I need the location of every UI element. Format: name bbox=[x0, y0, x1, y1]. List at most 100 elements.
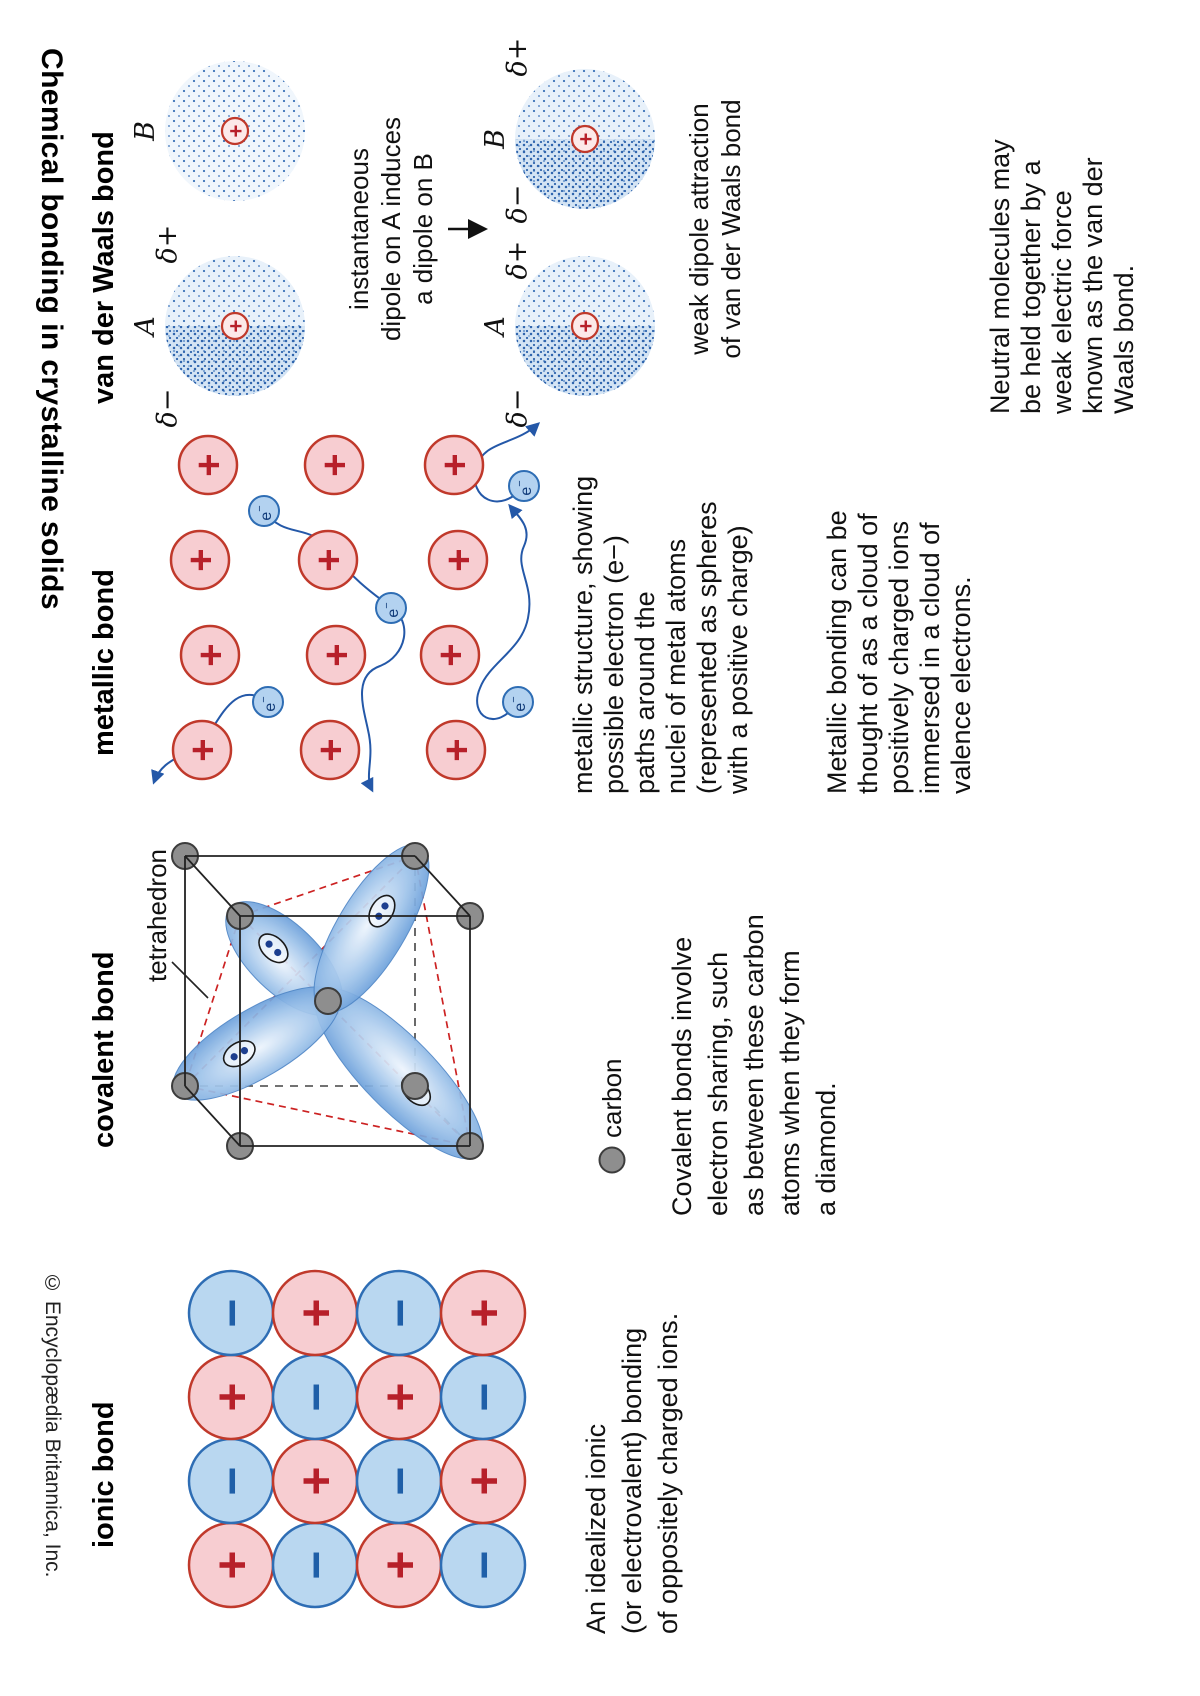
caption-line: valence electrons. bbox=[946, 576, 976, 794]
atom-a-label: A bbox=[480, 316, 511, 339]
tetrahedron-pointer-line bbox=[171, 961, 209, 999]
electron: e− bbox=[502, 686, 534, 718]
metal-ion: + bbox=[169, 529, 231, 591]
ion-symbol: − bbox=[456, 1382, 512, 1411]
covalent-heading: covalent bond bbox=[88, 951, 120, 1148]
attraction-text-line: weak dipole attraction bbox=[684, 103, 714, 355]
metal-ion: + bbox=[303, 434, 365, 496]
metal-ion: + bbox=[179, 624, 241, 686]
metal-ion: + bbox=[297, 529, 359, 591]
electron: e− bbox=[375, 592, 407, 624]
atom-b-label: B bbox=[480, 129, 511, 150]
ion-plus-circle bbox=[439, 1269, 527, 1357]
carbon-legend-icon bbox=[598, 1146, 626, 1174]
svg-text:e−: e− bbox=[258, 696, 279, 711]
svg-text:+: + bbox=[435, 738, 479, 761]
induce-text-line: dipole on A induces bbox=[376, 117, 406, 341]
svg-text:+: + bbox=[315, 643, 359, 666]
caption-line: (or electrovalent) bonding bbox=[617, 1327, 647, 1634]
caption-line: nuclei of metal atoms bbox=[661, 538, 691, 794]
ion-symbol: + bbox=[288, 1466, 344, 1495]
caption-line: Neutral molecules may bbox=[985, 139, 1015, 414]
svg-text:+: + bbox=[187, 453, 231, 476]
delta-plus-label: δ+ bbox=[152, 225, 183, 264]
vdw-atom-a-instant: + bbox=[165, 256, 305, 396]
metal-ion: + bbox=[419, 624, 481, 686]
tetrahedron-label: tetrahedron bbox=[142, 849, 172, 982]
svg-text:+: + bbox=[433, 453, 477, 476]
svg-text:+: + bbox=[307, 548, 351, 571]
ion-symbol: + bbox=[456, 1466, 512, 1495]
electron: e− bbox=[248, 495, 280, 527]
covalent-diagram: tetrahedron carbon bbox=[142, 842, 627, 1174]
caption-line: positively charged ions bbox=[884, 520, 914, 794]
metal-ion: + bbox=[427, 529, 489, 591]
ion-symbol: − bbox=[204, 1466, 260, 1495]
vdw-caption: Neutral molecules may be held together b… bbox=[985, 139, 1140, 414]
electron: e− bbox=[508, 470, 540, 502]
ionic-diagram: +−+−−+−++−+−−+−+ bbox=[187, 1269, 527, 1609]
ion-symbol: + bbox=[288, 1298, 344, 1327]
caption-line: electron sharing, such bbox=[703, 951, 733, 1216]
svg-text:e−: e− bbox=[508, 696, 529, 711]
ion-symbol: + bbox=[456, 1298, 512, 1327]
caption-line: Metallic bonding can be bbox=[822, 510, 852, 794]
carbon-legend: carbon bbox=[597, 1059, 627, 1174]
induce-text-line: a dipole on B bbox=[408, 153, 438, 305]
ion-symbol: + bbox=[204, 1550, 260, 1579]
ionic-caption: An idealized ionic (or electrovalent) bo… bbox=[578, 1313, 686, 1634]
svg-text:+: + bbox=[429, 643, 473, 666]
ion-symbol: − bbox=[372, 1298, 428, 1327]
delta-minus-label: δ− bbox=[502, 389, 533, 428]
nucleus bbox=[220, 311, 250, 341]
metal-ions: + + + + + + + + + + + + bbox=[169, 434, 489, 781]
metallic-heading: metallic bond bbox=[88, 569, 120, 756]
delta-minus-label: δ− bbox=[152, 389, 183, 428]
caption-line: metallic structure, showing bbox=[568, 475, 598, 794]
svg-text:e−: e− bbox=[514, 480, 535, 495]
svg-text:+: + bbox=[313, 453, 357, 476]
attraction-text-line: of van der Waals bond bbox=[716, 99, 746, 358]
ion-symbol: − bbox=[456, 1550, 512, 1579]
caption-line: as between these carbon bbox=[739, 914, 769, 1216]
svg-text:+: + bbox=[224, 320, 249, 333]
caption-line: atoms when they form bbox=[775, 950, 805, 1216]
caption-line: a diamond. bbox=[811, 1082, 841, 1216]
delta-plus-label: δ+ bbox=[502, 38, 533, 77]
ion-symbol: + bbox=[372, 1382, 428, 1411]
metal-ion: + bbox=[299, 719, 361, 781]
nucleus bbox=[570, 124, 600, 154]
page-title: Chemical bonding in crystalline solids bbox=[35, 48, 68, 610]
electron-lobes bbox=[172, 843, 484, 1160]
nucleus bbox=[220, 116, 250, 146]
metal-ion: + bbox=[171, 719, 233, 781]
metal-ion: + bbox=[425, 719, 487, 781]
vdw-atom-b-dipole: + bbox=[515, 69, 655, 209]
svg-text:+: + bbox=[181, 738, 225, 761]
metal-ion: + bbox=[177, 434, 239, 496]
vdw-atom-b-neutral: + bbox=[165, 61, 305, 201]
ion-symbol: + bbox=[204, 1382, 260, 1411]
delta-plus-label: δ+ bbox=[502, 241, 533, 280]
caption-line: An idealized ionic bbox=[581, 1423, 611, 1634]
electron: e− bbox=[252, 686, 284, 718]
vdw-heading: van der Waals bond bbox=[88, 131, 120, 404]
caption-line: immersed in a cloud of bbox=[915, 522, 945, 794]
central-carbon-atom bbox=[314, 987, 342, 1015]
caption-line: paths around the bbox=[630, 591, 660, 794]
caption-line: Waals bond. bbox=[1109, 264, 1139, 414]
ionic-grid: +−+−−+−++−+−−+−+ bbox=[187, 1269, 527, 1609]
metallic-caption-structure: metallic structure, showing possible ele… bbox=[568, 476, 754, 794]
ion-symbol: − bbox=[288, 1382, 344, 1411]
atom-a-label: A bbox=[130, 316, 161, 339]
metal-ion: + bbox=[305, 624, 367, 686]
metallic-caption-description: Metallic bonding can be thought of as a … bbox=[822, 510, 977, 794]
caption-line: of oppositely charged ions. bbox=[653, 1312, 683, 1634]
atom-b-label: B bbox=[130, 121, 161, 142]
carbon-legend-label: carbon bbox=[597, 1059, 627, 1139]
ionic-heading: ionic bond bbox=[88, 1401, 120, 1548]
induce-text-line: instantaneous bbox=[344, 148, 374, 310]
caption-line: possible electron (e−) bbox=[599, 535, 629, 794]
ion-symbol: − bbox=[288, 1550, 344, 1579]
